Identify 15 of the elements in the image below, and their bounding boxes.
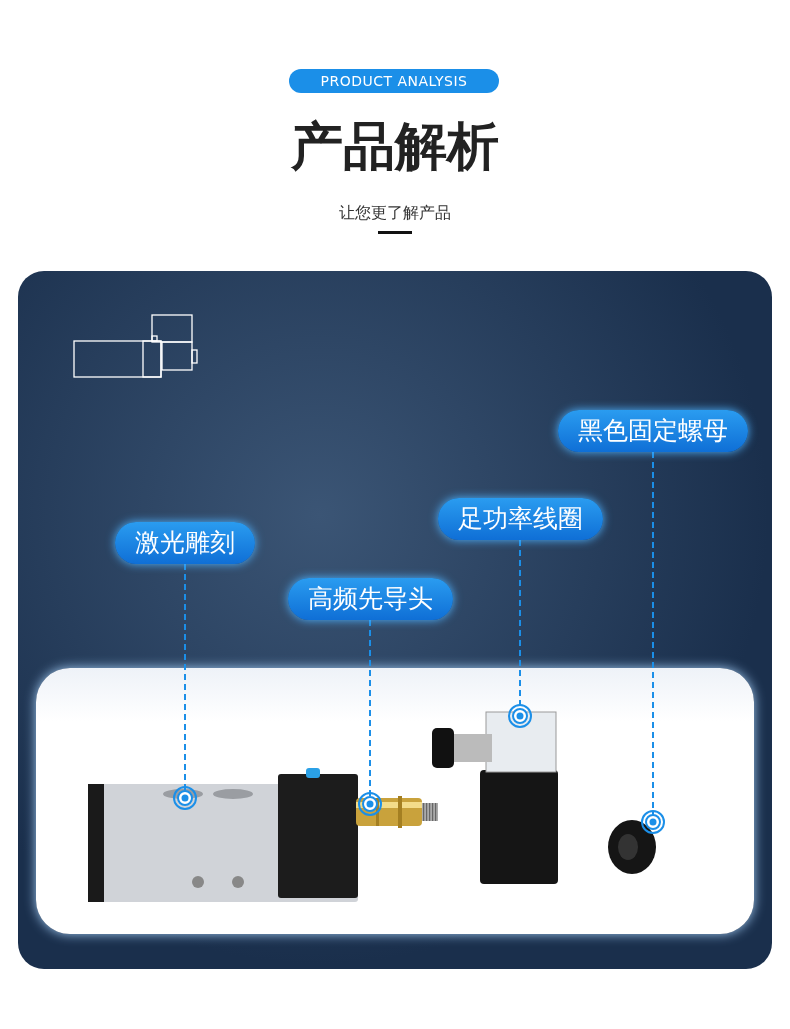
brass-pilot-tube-picture: [356, 796, 438, 828]
leader-line: [641, 451, 665, 834]
leader-line: [508, 539, 532, 728]
fixing-nut-picture: [608, 820, 656, 874]
leader-line: [358, 619, 382, 816]
leader-line: [173, 563, 197, 810]
section-badge: PRODUCT ANALYSIS: [289, 69, 499, 93]
callout-label: 高频先导头: [287, 578, 453, 620]
callout-label: 足功率线圈: [437, 498, 603, 540]
solenoid-coil-picture: [432, 711, 558, 884]
callout-label: 激光雕刻: [115, 522, 255, 564]
subtitle: 让您更了解产品: [338, 203, 452, 224]
callout-label: 黑色固定螺母: [558, 410, 748, 452]
page-title: 产品解析: [290, 115, 500, 178]
valve-body-picture: [88, 768, 358, 902]
